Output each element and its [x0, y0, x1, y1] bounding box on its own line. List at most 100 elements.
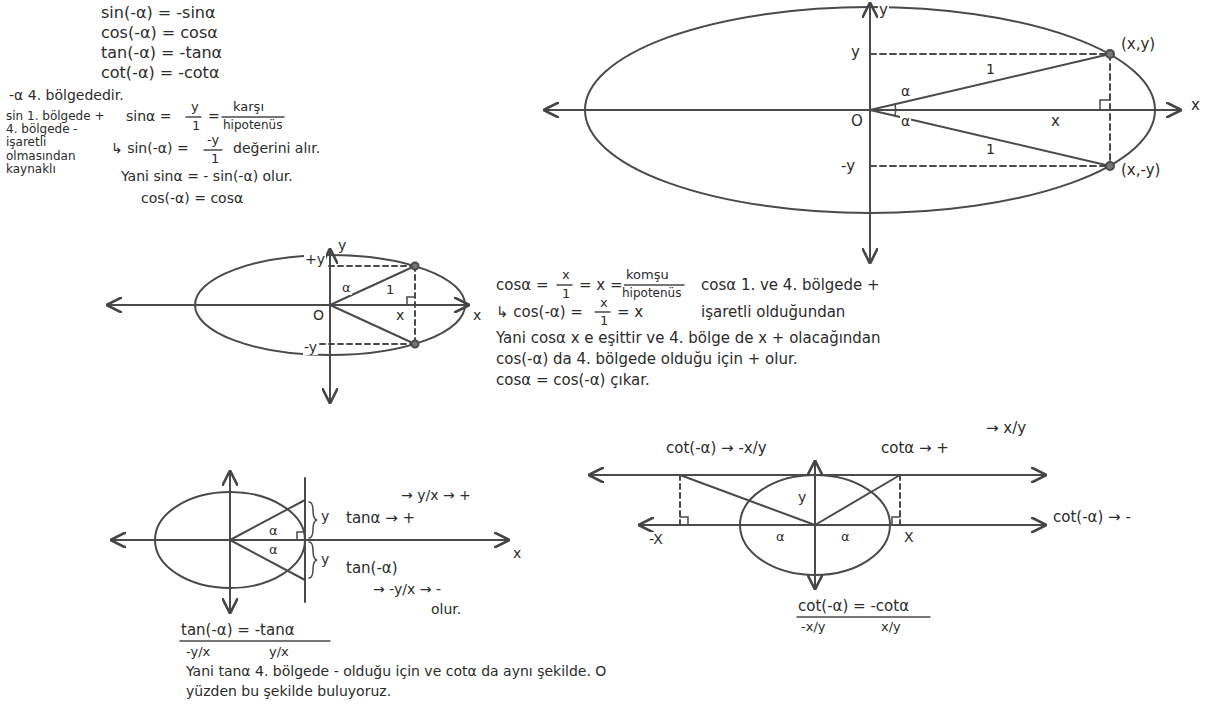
radius-line — [330, 305, 415, 344]
dashed-guide — [870, 165, 1110, 167]
note-text: değerini alır. — [232, 141, 321, 156]
note-text: ↳ cos(-α) = — [495, 304, 584, 321]
note-text: y — [337, 238, 347, 253]
radius-line — [680, 475, 815, 525]
radius-line — [330, 266, 415, 305]
radius-line — [230, 500, 305, 540]
dashed-guide — [1109, 54, 1111, 166]
note-text: α — [268, 524, 279, 538]
note-text: karşı — [232, 100, 265, 114]
note-text: 1 — [385, 283, 395, 297]
radius-line — [870, 110, 1110, 166]
note-text: -y — [303, 340, 318, 355]
note-text: -y — [206, 133, 220, 147]
radius-line — [870, 54, 1110, 110]
fraction-bar — [595, 311, 610, 312]
note-text: y — [797, 490, 807, 505]
point — [1106, 50, 1114, 58]
point — [412, 263, 419, 270]
note-text: cos(-α) = cosα — [100, 24, 219, 42]
note-text: X — [903, 530, 915, 545]
note-text: cosα = — [495, 277, 549, 294]
note-text: α — [341, 281, 352, 295]
note-text: -x/y — [800, 620, 826, 634]
note-text: Yani sinα = - sin(-α) olur. — [120, 169, 294, 184]
note-text: cot(-α) = -cotα — [797, 598, 910, 615]
note-text: → y/x → + — [400, 488, 472, 503]
x-axis — [545, 109, 1180, 111]
note-text: α — [268, 543, 279, 557]
note-text: komşu — [625, 268, 670, 282]
note-text: ↳ sin(-α) = — [110, 141, 190, 156]
note-text: 1 — [191, 119, 201, 133]
radius-line — [230, 540, 305, 580]
point — [1106, 162, 1114, 170]
note-text: α — [900, 84, 911, 99]
right-angle-mark — [1100, 100, 1110, 110]
note-text: 1 — [561, 287, 571, 301]
note-text: → x/y — [985, 420, 1027, 437]
note-text: y — [878, 2, 889, 19]
note-text: x — [512, 546, 522, 561]
note-text: → -y/x → - — [372, 582, 442, 597]
note-text: olur. — [430, 602, 462, 617]
fraction-bar — [186, 116, 201, 117]
note-text: tan(-α) — [345, 560, 399, 577]
note-text: x/y — [880, 620, 902, 634]
note-text: α — [900, 114, 911, 129]
tangent-line — [590, 474, 1045, 476]
note-text: x — [561, 268, 571, 282]
fraction-bar — [557, 284, 572, 285]
note-text: -y — [840, 158, 856, 175]
note-text: cosα = cos(-α) çıkar. — [495, 372, 651, 389]
note-text: = x — [616, 304, 644, 321]
right-angle-mark — [892, 517, 900, 525]
note-text: 1 — [985, 142, 996, 157]
fraction-bar — [620, 284, 684, 285]
note-text: y — [850, 44, 861, 61]
right-angle-mark — [297, 532, 305, 540]
dashed-guide — [414, 266, 416, 344]
note-text: işaretli olduğundan — [700, 304, 846, 321]
x-axis — [112, 539, 508, 541]
note-text: tanα → + — [345, 510, 416, 527]
note-text: -X — [648, 532, 664, 547]
note-text: cot(-α) → -x/y — [665, 440, 768, 457]
radius-line — [815, 475, 900, 525]
note-text: (x,y) — [1120, 36, 1156, 53]
brace — [309, 502, 317, 538]
note-text: sin(-α) = -sinα — [100, 4, 217, 22]
note-text: (x,-y) — [1120, 162, 1161, 179]
note-text: y — [320, 552, 330, 567]
dashed-guide — [870, 53, 1110, 55]
brace — [309, 542, 317, 578]
note-text: 1 — [210, 152, 220, 166]
note-text: -α 4. bölgededir. — [8, 88, 125, 103]
note-text: cosα 1. ve 4. bölgede + — [700, 277, 881, 294]
y-axis — [229, 472, 231, 612]
note-text: cotα → + — [880, 440, 950, 457]
note-text: y — [320, 509, 330, 524]
point — [412, 341, 419, 348]
dashed-guide — [320, 265, 415, 267]
note-text: 1 — [985, 62, 996, 77]
note-text: tan(-α) = -tanα — [100, 44, 223, 62]
underline — [797, 616, 930, 617]
y-axis — [329, 250, 331, 402]
right-angle-mark — [407, 297, 415, 305]
fraction-bar — [222, 116, 284, 117]
tangent-line — [304, 478, 306, 602]
note-text: α — [775, 530, 786, 544]
note-text: Yani tanα 4. bölgede - olduğu için ve co… — [185, 664, 607, 679]
note-text: hipotenüs — [222, 119, 283, 132]
x-axis — [640, 524, 1045, 526]
note-text: Yani cosα x e eşittir ve 4. bölge de x +… — [495, 330, 882, 347]
note-text: x — [1050, 113, 1061, 130]
note-text: +y — [304, 252, 326, 267]
note-text: hipotenüs — [621, 287, 682, 300]
right-angle-mark — [680, 517, 688, 525]
note-text: tan(-α) = -tanα — [180, 622, 296, 639]
note-text: 1 — [599, 314, 609, 328]
note-text: yüzden bu şekilde buluyoruz. — [185, 684, 392, 699]
